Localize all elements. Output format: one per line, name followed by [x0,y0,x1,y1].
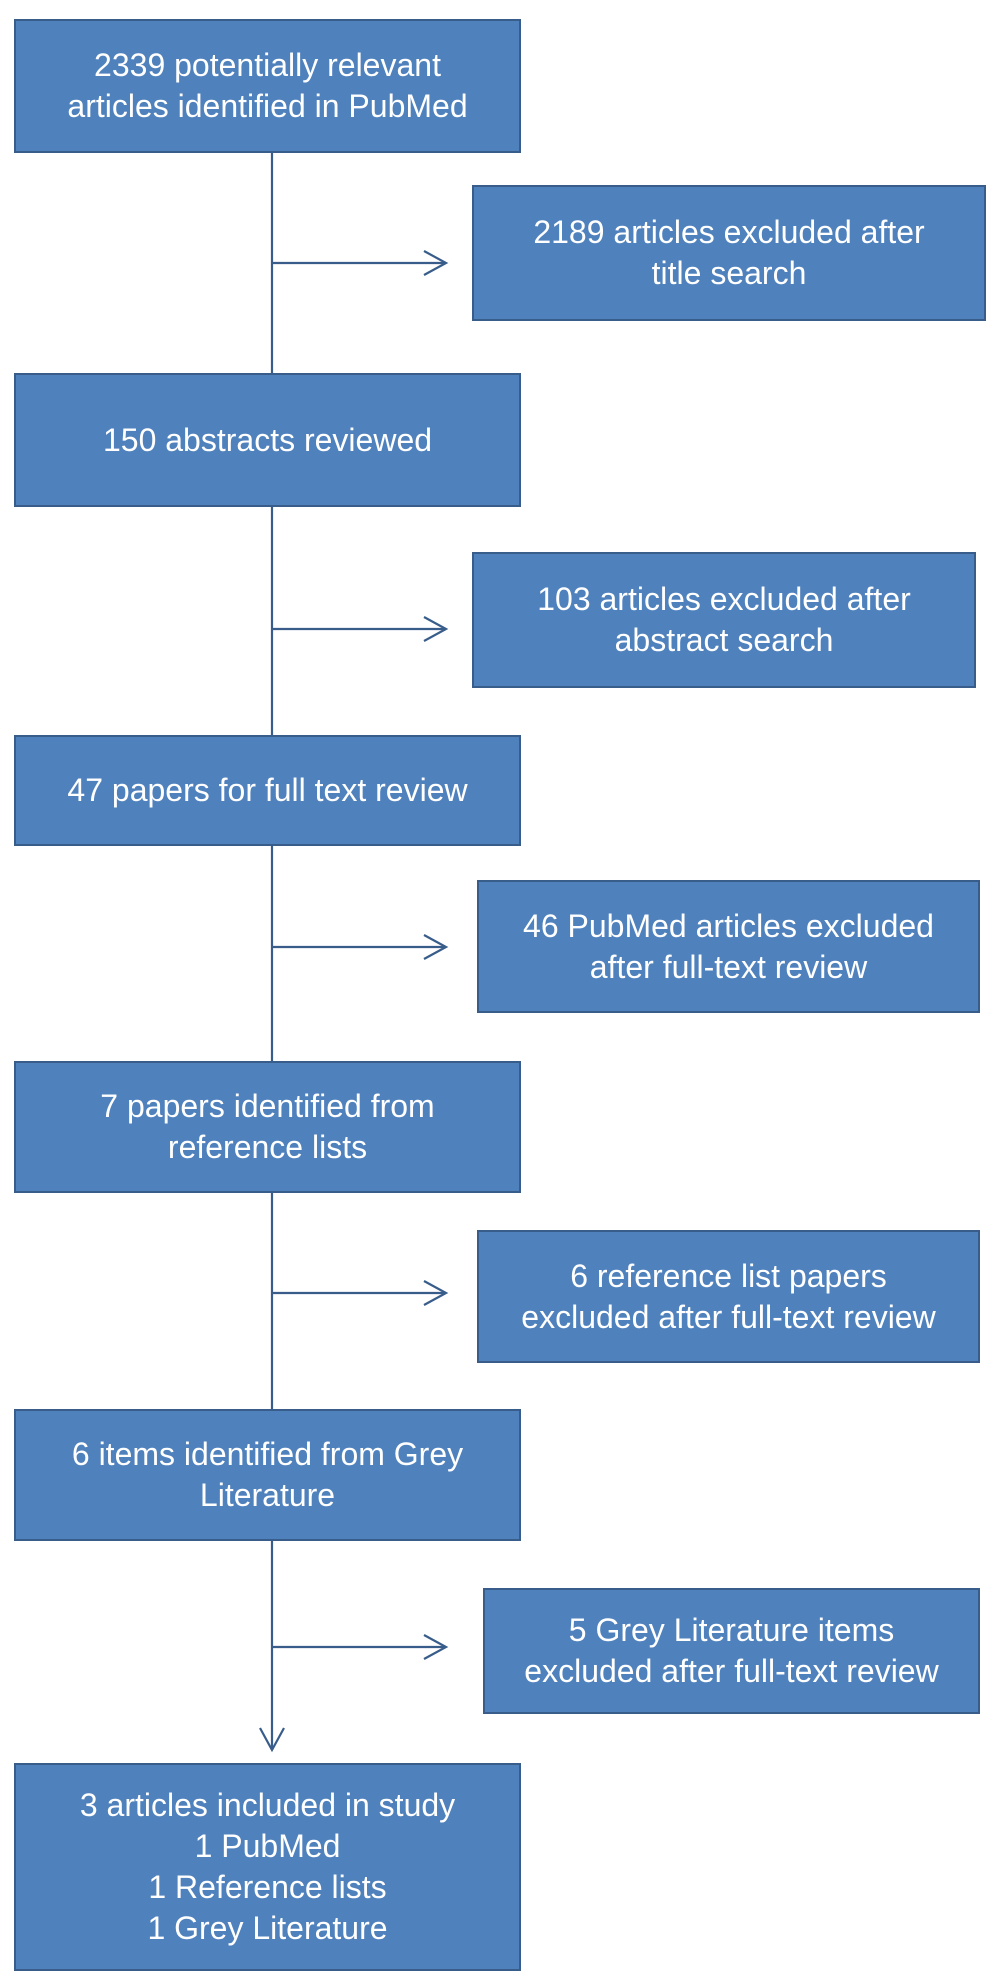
box-included-line-4: 1 Grey Literature [147,1910,388,1946]
box-abstracts-line-1: 150 abstracts reviewed [102,421,433,458]
arrowhead-abstract [423,616,449,642]
box-excluded-grey-line-2: excluded after full-text review [524,1653,939,1689]
box-grey-literature-line-1: 6 items identified from Grey [71,1436,464,1472]
box-grey-literature-line-2: Literature [199,1477,336,1513]
box-excluded-abstract-line-2: abstract search [614,622,834,658]
box-excluded-pubmed: 46 PubMed articles excluded after full-t… [477,880,980,1013]
box-full-text: 47 papers for full text review [14,735,521,846]
box-excluded-abstract-line-1: 103 articles excluded after [537,581,911,617]
box-identified-line-2: articles identified in PubMed [67,88,468,124]
box-excluded-reference-line-2: excluded after full-text review [521,1298,936,1335]
box-excluded-title-line-1: 2189 articles excluded after [533,214,925,250]
box-excluded-grey: 5 Grey Literature items excluded after f… [483,1588,980,1714]
box-included-line-1: 3 articles included in study [79,1787,456,1823]
box-abstracts: 150 abstracts reviewed [14,373,521,507]
box-excluded-title-line-2: title search [651,255,807,291]
box-excluded-grey-line-1: 5 Grey Literature items [568,1612,895,1648]
box-identified-line-1: 2339 potentially relevant [94,47,441,83]
box-identified: 2339 potentially relevant articles ident… [14,19,521,153]
box-excluded-pubmed-line-2: after full-text review [589,948,868,985]
arrowhead-grey [423,1634,449,1660]
box-excluded-abstract: 103 articles excluded after abstract sea… [472,552,976,688]
box-included-line-3: 1 Reference lists [148,1869,387,1905]
box-reference-lists-line-1: 7 papers identified from [100,1088,435,1124]
box-reference-lists: 7 papers identified from reference lists [14,1061,521,1193]
box-excluded-reference: 6 reference list papers excluded after f… [477,1230,980,1363]
box-grey-literature: 6 items identified from Grey Literature [14,1409,521,1541]
box-excluded-reference-line-1: 6 reference list papers [570,1257,887,1294]
arrowhead-title [423,250,449,276]
arrowhead-reference [423,1280,449,1306]
box-included: 3 articles included in study 1 PubMed 1 … [14,1763,521,1971]
box-excluded-pubmed-line-1: 46 PubMed articles excluded [523,907,934,944]
box-excluded-title: 2189 articles excluded after title searc… [472,185,986,321]
arrowhead-included [259,1727,285,1753]
box-full-text-line-1: 47 papers for full text review [67,772,468,808]
arrowhead-pubmed [423,934,449,960]
box-reference-lists-line-2: reference lists [167,1129,368,1165]
box-included-line-2: 1 PubMed [194,1828,341,1864]
